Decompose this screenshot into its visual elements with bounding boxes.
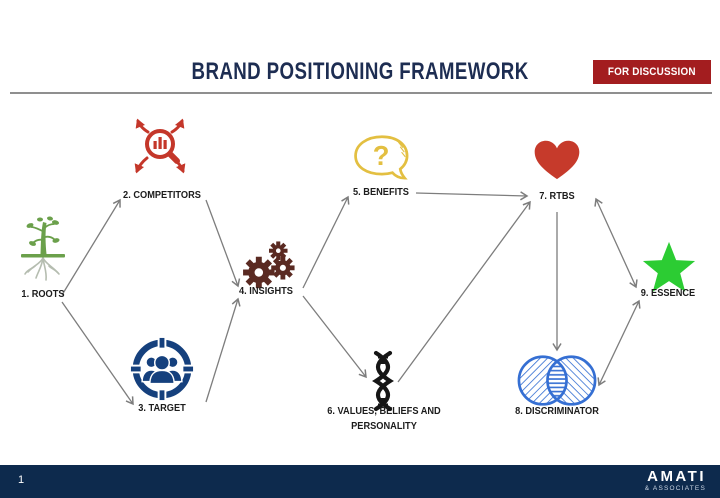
gears-icon bbox=[240, 241, 298, 291]
svg-text:?: ? bbox=[373, 140, 390, 171]
status-badge: FOR DISCUSSION bbox=[593, 60, 711, 84]
arrow-rtbs-essence bbox=[594, 197, 638, 289]
star-icon bbox=[640, 240, 698, 296]
node-label-values: 6. VALUES, BELIEFS AND PERSONALITY bbox=[327, 405, 441, 432]
arrow-competitors-insights bbox=[205, 199, 241, 288]
arrow-benefits-rtbs bbox=[415, 191, 529, 201]
magnifier-arrows-icon bbox=[127, 113, 193, 181]
node-label-insights: 4. INSIGHTS bbox=[239, 285, 293, 297]
dna-icon bbox=[363, 350, 403, 414]
question-speech-bubble-icon: ? bbox=[351, 133, 413, 186]
title-underline bbox=[10, 92, 712, 94]
node-label-benefits: 5. BENEFITS bbox=[353, 186, 409, 198]
footer-bar: 1 AMATI & ASSOCIATES bbox=[0, 465, 720, 498]
node-label-competitors: 2. COMPETITORS bbox=[123, 189, 201, 201]
heart-icon bbox=[532, 137, 582, 182]
company-logo: AMATI & ASSOCIATES bbox=[645, 468, 706, 492]
node-label-roots: 1. ROOTS bbox=[21, 288, 65, 300]
arrow-insights-values bbox=[302, 295, 367, 379]
page-number: 1 bbox=[18, 474, 25, 486]
page-title: BRAND POSITIONING FRAMEWORK bbox=[191, 58, 529, 85]
logo-line2: & ASSOCIATES bbox=[644, 485, 706, 492]
arrow-roots-target bbox=[61, 301, 134, 406]
arrow-target-insights bbox=[205, 297, 241, 403]
arrow-insights-benefits bbox=[302, 195, 350, 289]
node-label-discriminator: 8. DISCRIMINATOR bbox=[515, 405, 599, 417]
node-label-target: 3. TARGET bbox=[138, 402, 186, 414]
node-label-essence: 9. ESSENCE bbox=[640, 287, 696, 299]
tree-with-roots-icon bbox=[13, 214, 73, 286]
people-target-icon bbox=[129, 336, 195, 402]
logo-line1: AMATI bbox=[647, 468, 706, 485]
node-label-rtbs: 7. RTBS bbox=[539, 190, 575, 202]
arrow-discriminator-essence bbox=[597, 299, 641, 387]
arrow-values-rtbs bbox=[397, 200, 531, 383]
venn-circles-icon bbox=[516, 352, 598, 411]
